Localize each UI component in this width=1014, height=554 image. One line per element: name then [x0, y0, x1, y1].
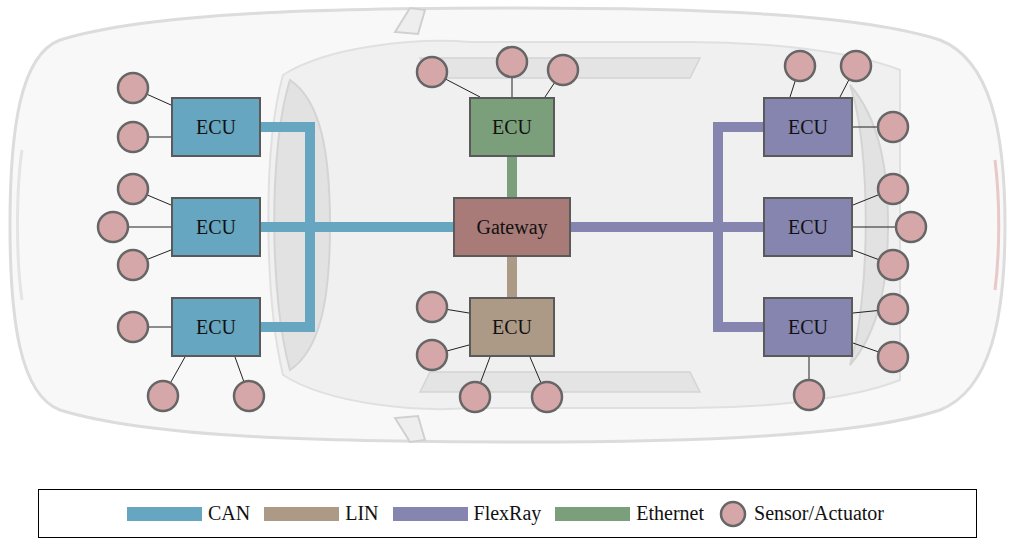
- legend-item: Ethernet: [555, 502, 704, 525]
- sensor-actuator: [841, 51, 871, 81]
- sensor-actuator: [878, 250, 908, 280]
- box-label: ECU: [788, 216, 828, 239]
- legend-item: LIN: [264, 502, 378, 525]
- sensor-actuator: [234, 381, 264, 411]
- legend-swatch: [555, 507, 630, 521]
- sensor-actuator: [417, 340, 447, 370]
- sensor-actuator: [118, 250, 148, 280]
- bumper-line: [18, 150, 23, 300]
- bus-connector: [571, 227, 763, 327]
- sensor-actuator: [878, 342, 908, 372]
- legend-item: Sensor/Actuator: [718, 499, 884, 529]
- legend-swatch: [264, 507, 339, 521]
- ecu-box: ECU: [171, 97, 261, 157]
- legend: CAN LIN FlexRay Ethernet Sensor/Actuator: [38, 489, 977, 538]
- box-label: Gateway: [476, 216, 547, 239]
- sensor-actuator: [878, 174, 908, 204]
- ecu-box: ECU: [763, 297, 853, 357]
- sensor-actuator: [118, 312, 148, 342]
- sensor-actuator: [118, 73, 148, 103]
- sensor-actuator: [118, 122, 148, 152]
- sensor-actuator: [497, 47, 527, 77]
- car-outline: [10, 8, 1005, 442]
- sensor-actuator: [785, 51, 815, 81]
- legend-label: Sensor/Actuator: [754, 502, 884, 525]
- box-label: ECU: [788, 116, 828, 139]
- sensor-actuator: [417, 292, 447, 322]
- sensor-actuator: [417, 57, 447, 87]
- bus-connector: [507, 157, 517, 197]
- legend-label: FlexRay: [474, 502, 542, 525]
- ecu-box: ECU: [469, 297, 555, 357]
- mirror: [395, 8, 425, 34]
- box-label: ECU: [196, 116, 236, 139]
- sensor-actuator: [896, 212, 926, 242]
- ecu-box: ECU: [763, 97, 853, 157]
- box-label: ECU: [492, 116, 532, 139]
- gateway-box: Gateway: [453, 197, 571, 257]
- sensor-actuator: [460, 382, 490, 412]
- car-body: [10, 8, 1005, 442]
- legend-label: CAN: [208, 502, 250, 525]
- sensor-actuator: [794, 380, 824, 410]
- ecu-box: ECU: [171, 197, 261, 257]
- legend-swatch: [127, 507, 202, 521]
- sensor-layer: [98, 47, 926, 412]
- box-label: ECU: [196, 316, 236, 339]
- sensor-actuator: [878, 294, 908, 324]
- sensor-actuator: [878, 112, 908, 142]
- sensor-actuator: [98, 212, 128, 242]
- ecu-box: ECU: [469, 97, 555, 157]
- tail-line: [995, 160, 999, 290]
- sensor-actuator: [548, 55, 578, 85]
- bus-connector: [261, 227, 453, 327]
- box-label: ECU: [196, 216, 236, 239]
- legend-swatch: [393, 507, 468, 521]
- box-label: ECU: [788, 316, 828, 339]
- legend-label: LIN: [345, 502, 378, 525]
- bus-connector: [571, 127, 763, 227]
- sensor-actuator: [148, 381, 178, 411]
- box-label: ECU: [492, 316, 532, 339]
- bus-connector: [507, 257, 517, 297]
- legend-item: CAN: [127, 502, 250, 525]
- legend-symbol: [718, 499, 748, 529]
- sensor-actuator: [118, 174, 148, 204]
- sensor-actuator: [532, 382, 562, 412]
- legend-label: Ethernet: [636, 502, 704, 525]
- ecu-box: ECU: [171, 297, 261, 357]
- legend-item: FlexRay: [393, 502, 542, 525]
- mirror: [395, 416, 425, 442]
- bus-connector: [261, 127, 453, 227]
- ecu-box: ECU: [763, 197, 853, 257]
- sensor-symbol: [721, 502, 745, 526]
